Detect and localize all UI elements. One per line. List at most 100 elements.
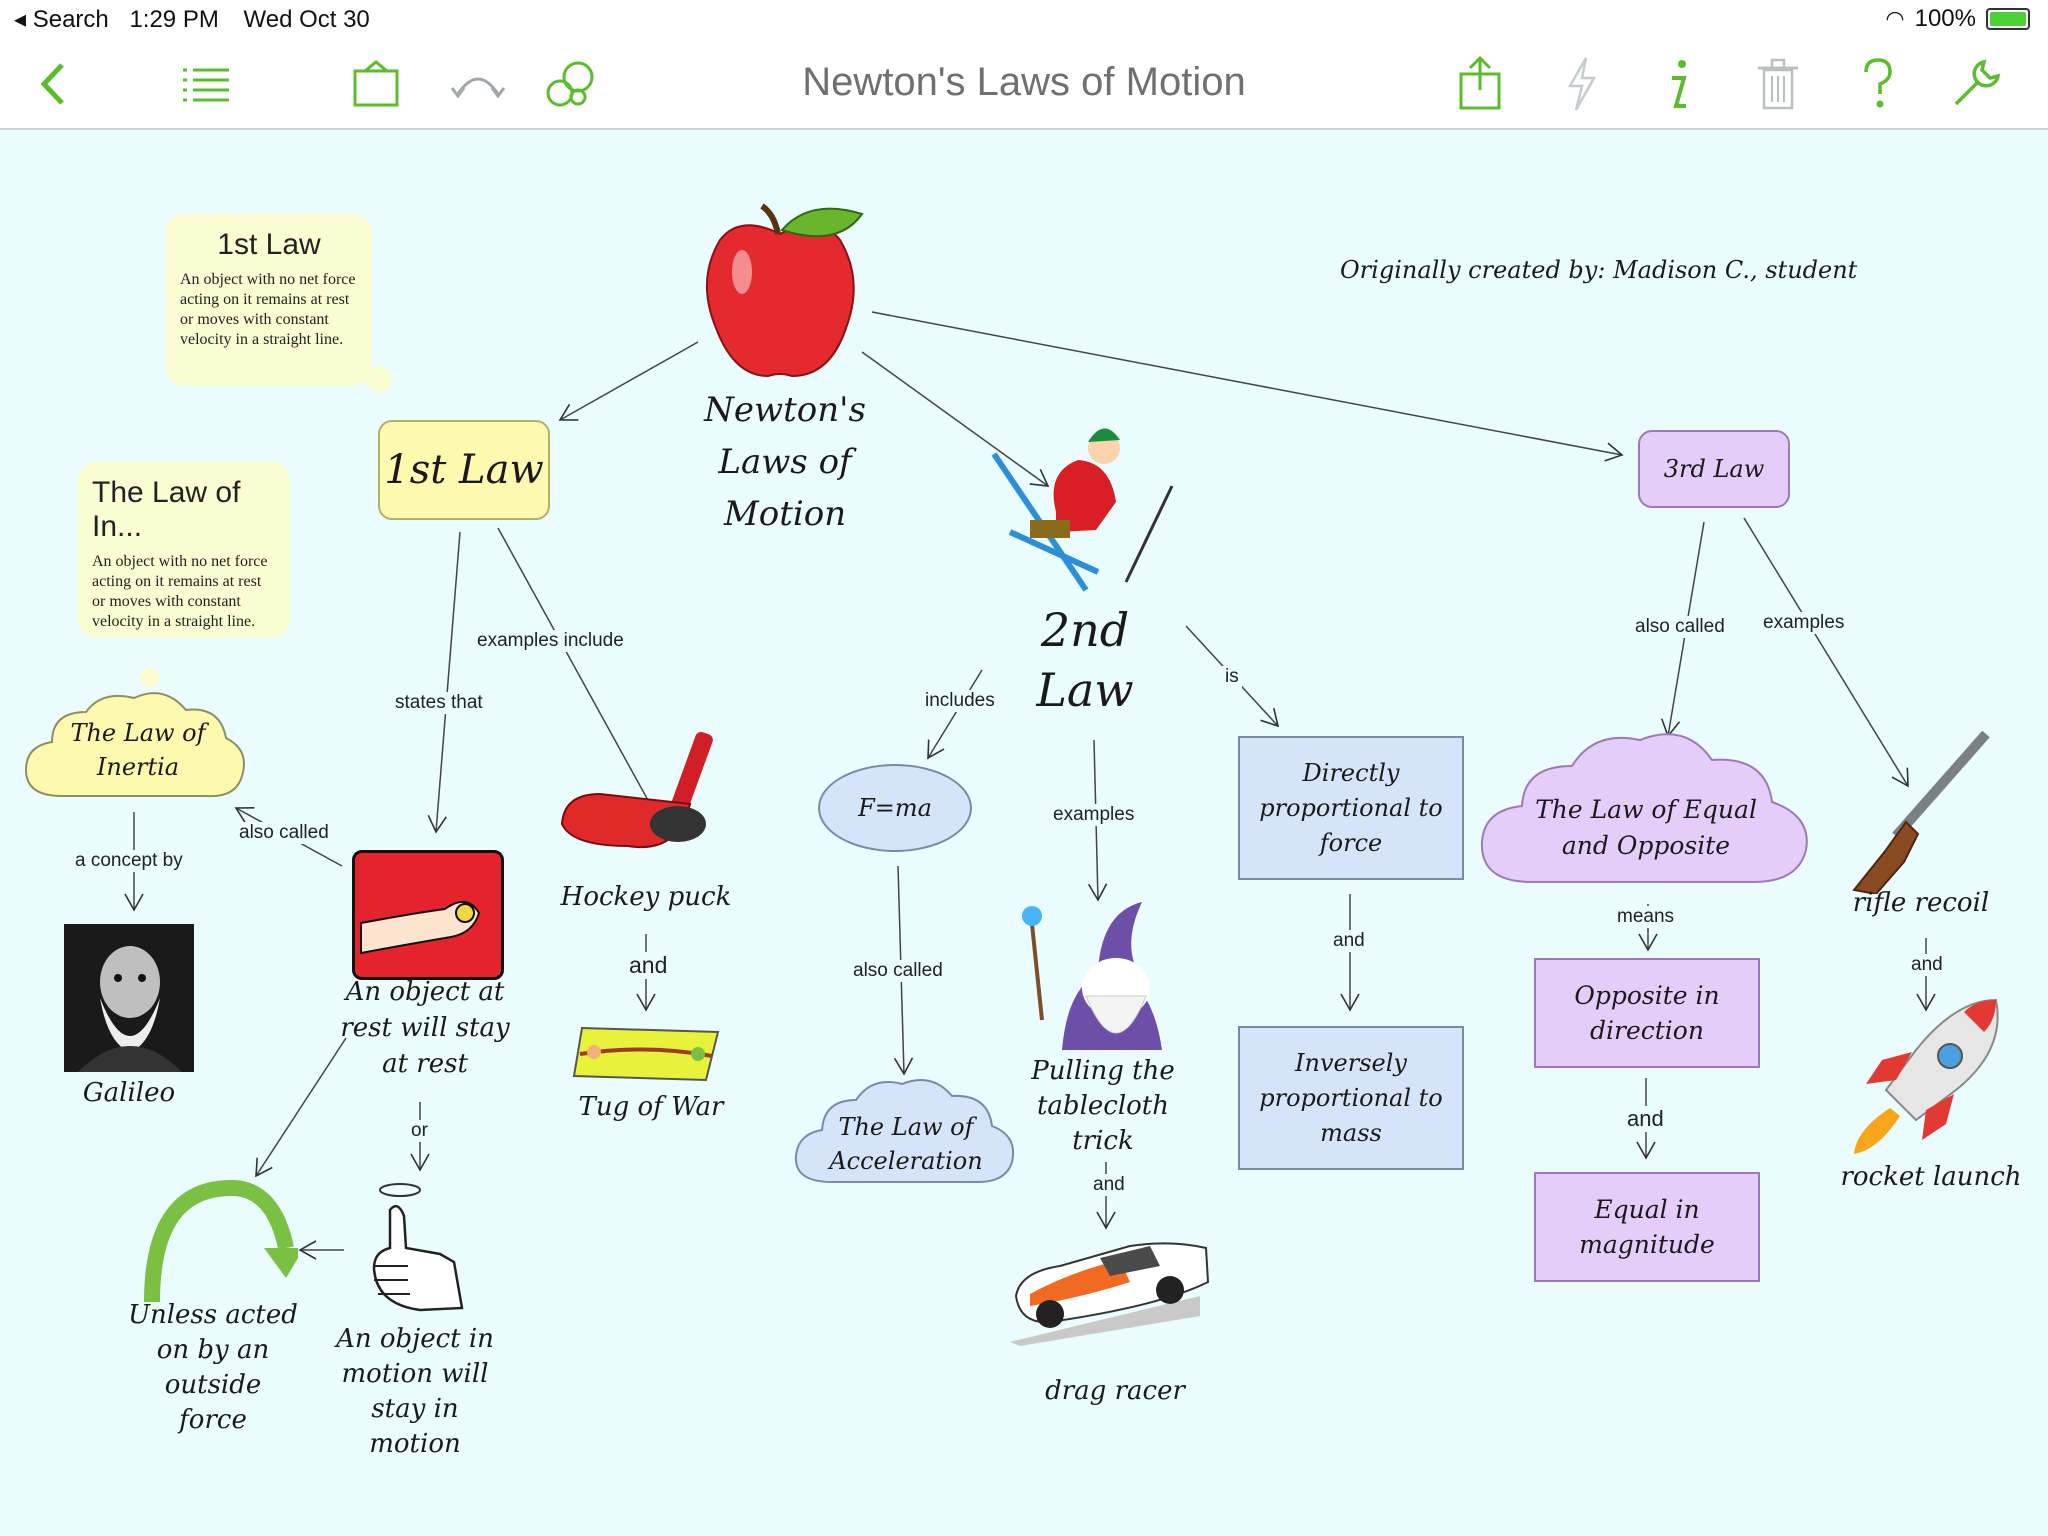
link-label-and[interactable]: and — [1624, 1106, 1667, 1132]
galileo-portrait[interactable] — [64, 924, 194, 1072]
credit-note[interactable]: Originally created by: Madison C., stude… — [1340, 256, 1858, 284]
date: Wed Oct 30 — [243, 6, 370, 33]
node-tug-of-war[interactable]: Tug of War — [578, 1092, 724, 1122]
apple-image[interactable] — [690, 200, 870, 395]
link-center-2nd[interactable] — [861, 351, 1050, 487]
node-equal-magnitude[interactable]: Equal in magnitude — [1534, 1172, 1760, 1282]
node-drag-racer[interactable]: drag racer — [1045, 1376, 1185, 1406]
node-fma[interactable]: F=ma — [818, 764, 972, 852]
node-unless-force[interactable]: Unless acted on by an outside force — [128, 1300, 298, 1435]
rapidfire-button[interactable] — [542, 54, 602, 114]
skier-icon — [991, 428, 1174, 592]
outline-button[interactable] — [176, 54, 236, 114]
trash-icon — [1758, 58, 1798, 110]
link-label-also-called-3rd[interactable]: also called — [1632, 616, 1728, 638]
green-arc-image[interactable] — [138, 1176, 304, 1311]
node-object-at-rest[interactable]: An object at rest will stay at rest — [340, 977, 510, 1079]
hockey-image[interactable] — [560, 728, 740, 873]
link-center-3rd[interactable] — [871, 311, 1624, 462]
quick-action-button[interactable] — [1552, 54, 1612, 114]
node-hockey-puck[interactable]: Hockey puck — [560, 882, 732, 912]
links-layer — [124, 311, 1936, 1260]
node-rifle-recoil[interactable]: rifle recoil — [1852, 888, 1990, 918]
help-button[interactable] — [1848, 54, 1908, 114]
node-rocket-launch[interactable]: rocket launch — [1840, 1162, 2022, 1192]
wizard-icon — [1022, 902, 1162, 1050]
link-1st-states[interactable] — [427, 531, 461, 834]
battery-percent: 100% — [1914, 5, 1976, 32]
link-label-and[interactable]: and — [1908, 954, 1946, 976]
callout-body: An object with no net force acting on it… — [180, 271, 356, 348]
link-label-is[interactable]: is — [1222, 666, 1242, 688]
link-label-examples-include[interactable]: examples include — [474, 630, 627, 652]
node-2nd-law[interactable]: 2nd Law — [1036, 603, 1134, 717]
box-icon — [353, 60, 399, 107]
node-law-equal-opposite[interactable]: The Law of Equal and Opposite — [1476, 720, 1816, 895]
rocket-image[interactable] — [1846, 990, 2016, 1165]
link-center-1st[interactable] — [558, 341, 699, 421]
settings-button[interactable] — [1946, 54, 2006, 114]
callout-1st-law[interactable]: 1st Law An object with no net force acti… — [166, 214, 372, 386]
link-label-includes[interactable]: includes — [922, 690, 998, 712]
link-label-and[interactable]: and — [626, 952, 671, 979]
status-bar: ◂ Search 1:29 PM Wed Oct 30 ◠ 100% — [0, 0, 2048, 40]
link-label-examples-3rd[interactable]: examples — [1760, 612, 1848, 634]
central-topic[interactable]: Newton's Laws of Motion — [704, 390, 866, 534]
link-3rd-examples[interactable] — [1743, 517, 1909, 788]
link-label-and[interactable]: and — [1330, 930, 1368, 952]
link-label-and[interactable]: and — [1090, 1174, 1128, 1196]
node-tablecloth-trick[interactable]: Pulling the tablecloth trick — [1031, 1056, 1175, 1156]
node-directly-proportional[interactable]: Directly proportional to force — [1238, 736, 1464, 880]
race-car-icon — [1010, 1242, 1210, 1346]
link-includes[interactable] — [927, 669, 983, 760]
undo-button[interactable] — [448, 54, 508, 114]
wrench-icon — [1954, 59, 2001, 106]
battery-icon — [1986, 8, 2030, 30]
back-button[interactable] — [24, 54, 84, 114]
tug-image[interactable] — [572, 1024, 722, 1089]
share-button[interactable] — [1450, 54, 1510, 114]
link-label-examples[interactable]: examples — [1050, 804, 1138, 826]
node-object-in-motion[interactable]: An object in motion will stay in motion — [336, 1324, 494, 1459]
skier-image[interactable] — [986, 412, 1176, 607]
node-law-of-acceleration[interactable]: The Law of Acceleration — [792, 1070, 1022, 1195]
node-galileo[interactable]: Galileo — [82, 1078, 176, 1108]
thumbs-up-image[interactable] — [350, 1178, 480, 1323]
portrait-icon — [78, 946, 182, 1072]
callout-tail — [366, 366, 392, 392]
link-label-also-called-accel[interactable]: also called — [850, 960, 946, 982]
wizard-image[interactable] — [1012, 900, 1202, 1055]
node-opposite-direction[interactable]: Opposite in direction — [1534, 958, 1760, 1068]
cloud-shape — [24, 692, 245, 798]
curved-arrow-icon — [144, 1179, 304, 1303]
info-icon — [1672, 60, 1687, 108]
info-button[interactable] — [1648, 54, 1708, 114]
callout-law-of-inertia[interactable]: The Law of In... An object with no net f… — [78, 462, 290, 638]
link-label-concept-by[interactable]: a concept by — [72, 850, 186, 872]
hand-coin-icon — [360, 901, 481, 955]
delete-button[interactable] — [1748, 54, 1808, 114]
wifi-icon: ◠ — [1885, 6, 1905, 31]
node-law-of-inertia[interactable]: The Law of Inertia — [22, 686, 252, 821]
toolbar: Newton's Laws of Motion — [0, 40, 2048, 130]
rifle-image[interactable] — [1846, 724, 1996, 899]
concept-map-canvas[interactable]: Originally created by: Madison C., stude… — [0, 130, 2048, 1536]
rocket-icon — [1854, 998, 1999, 1154]
node-3rd-law[interactable]: 3rd Law — [1638, 430, 1790, 508]
callout-tail — [140, 668, 160, 688]
undo-arc-icon — [450, 77, 506, 99]
share-icon — [1459, 56, 1501, 110]
link-label-or[interactable]: or — [408, 1120, 431, 1142]
node-inversely-proportional[interactable]: Inversely proportional to mass — [1238, 1026, 1464, 1170]
bubbles-icon — [546, 61, 594, 107]
race-car-image[interactable] — [1010, 1236, 1210, 1351]
object-at-rest-image[interactable] — [352, 850, 504, 980]
node-1st-law[interactable]: 1st Law — [378, 420, 550, 520]
link-label-means[interactable]: means — [1614, 906, 1678, 928]
link-rest-unless[interactable] — [255, 1037, 347, 1178]
add-symbol-button[interactable] — [346, 54, 406, 114]
link-label-states-that[interactable]: states that — [392, 692, 486, 714]
back-to-search-link[interactable]: ◂ Search — [14, 6, 109, 33]
link-label-also-called[interactable]: also called — [236, 822, 332, 844]
link-1st-examples[interactable] — [497, 527, 661, 824]
